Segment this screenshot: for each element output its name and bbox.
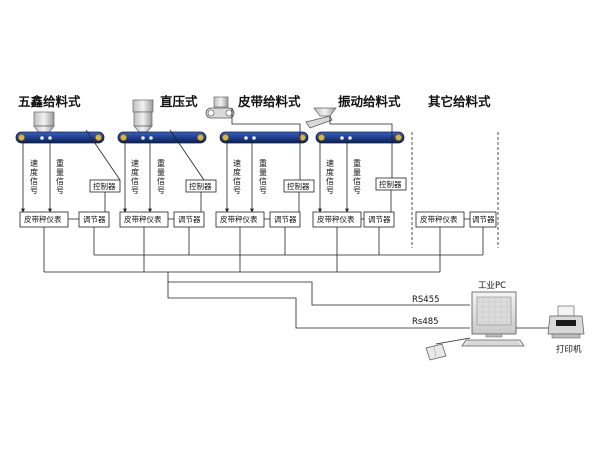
- controller-box: 控制器: [185, 179, 217, 193]
- speed-signal-label: 速 度 信 号: [233, 159, 241, 195]
- svg-text:量: 量: [353, 168, 361, 177]
- svg-text:重: 重: [157, 158, 165, 168]
- svg-text:皮带秤仪表: 皮带秤仪表: [124, 214, 162, 224]
- industrial-pc-label: 工业PC: [478, 280, 506, 291]
- svg-text:信: 信: [259, 176, 267, 186]
- printer-icon: [547, 305, 585, 339]
- section-3: 皮带给料式 速 度 信 号 重 量 信 号: [205, 94, 315, 228]
- regulator-box: 调节器: [269, 211, 301, 228]
- svg-text:度: 度: [30, 167, 38, 177]
- svg-text:控制器: 控制器: [93, 181, 116, 191]
- mouse-icon: [425, 343, 447, 361]
- rs455-label: RS455: [412, 295, 440, 305]
- belt-scale-meter-box: 皮带秤仪表: [415, 211, 465, 228]
- rs485-label: Rs485: [412, 317, 439, 327]
- weight-signal-label: 重 量 信 号: [353, 158, 361, 195]
- svg-text:号: 号: [353, 186, 361, 195]
- svg-text:速: 速: [131, 159, 139, 168]
- svg-text:调节器: 调节器: [472, 215, 495, 224]
- speed-signal-label: 速 度 信 号: [326, 159, 334, 195]
- svg-text:信: 信: [326, 176, 334, 186]
- belt-scale-meter-box: 皮带秤仪表: [215, 211, 265, 228]
- svg-text:速: 速: [326, 159, 334, 168]
- weight-signal-label: 重 量 信 号: [56, 158, 64, 195]
- svg-text:信: 信: [56, 176, 64, 186]
- section-2: 直压式 速 度 信 号 重 量 信 号 控制器: [117, 94, 217, 228]
- regulator-box: 调节器: [173, 211, 205, 228]
- svg-text:速: 速: [30, 159, 38, 168]
- belt-scale-meter-box: 皮带秤仪表: [19, 211, 69, 228]
- svg-text:重: 重: [353, 158, 361, 168]
- conveyor-belt-icon: [15, 131, 105, 144]
- svg-text:调节器: 调节器: [368, 215, 391, 224]
- vibrating-feeder-icon: [305, 107, 337, 129]
- section-1: 五鑫给料式 速 度 信 号 重 量 信 号 控制器: [15, 94, 121, 228]
- svg-text:号: 号: [259, 186, 267, 195]
- svg-text:皮带秤仪表: 皮带秤仪表: [24, 214, 62, 224]
- svg-text:调节器: 调节器: [274, 215, 297, 224]
- weight-signal-label: 重 量 信 号: [259, 158, 267, 195]
- regulator-box: 调节器: [78, 211, 110, 228]
- svg-text:号: 号: [233, 186, 241, 195]
- section-4-title: 振动给料式: [338, 94, 401, 109]
- bus-wiring: [43, 227, 484, 329]
- section-5: 其它给料式 皮带秤仪表 调节器: [411, 94, 499, 248]
- regulator-box: 调节器: [469, 211, 497, 228]
- svg-text:皮带秤仪表: 皮带秤仪表: [420, 214, 458, 224]
- controller-box: 控制器: [283, 179, 315, 193]
- svg-text:皮带秤仪表: 皮带秤仪表: [317, 214, 355, 224]
- svg-text:量: 量: [259, 168, 267, 177]
- belt-scale-meter-box: 皮带秤仪表: [312, 211, 362, 228]
- svg-text:度: 度: [131, 167, 139, 177]
- speed-signal-label: 速 度 信 号: [30, 159, 38, 195]
- svg-text:量: 量: [157, 168, 165, 177]
- controller-box: 控制器: [375, 177, 407, 191]
- svg-text:速: 速: [233, 159, 241, 168]
- conveyor-belt-icon: [315, 131, 405, 144]
- belt-scale-meter-box: 皮带秤仪表: [119, 211, 169, 228]
- svg-text:控制器: 控制器: [287, 181, 310, 191]
- svg-text:信: 信: [353, 176, 361, 186]
- svg-text:控制器: 控制器: [379, 179, 402, 189]
- svg-text:调节器: 调节器: [178, 215, 201, 224]
- section-5-title: 其它给料式: [428, 94, 491, 109]
- speed-signal-label: 速 度 信 号: [131, 159, 139, 195]
- section-4: 振动给料式 速 度 信 号 重 量 信 号 控制器: [305, 94, 407, 228]
- conveyor-belt-icon: [117, 131, 207, 144]
- svg-text:皮带秤仪表: 皮带秤仪表: [220, 214, 258, 224]
- feeder-belt-icon: [205, 96, 235, 119]
- svg-text:度: 度: [326, 167, 334, 177]
- svg-text:信: 信: [30, 176, 38, 186]
- svg-text:重: 重: [259, 158, 267, 168]
- section-1-title: 五鑫给料式: [18, 94, 81, 109]
- svg-text:信: 信: [157, 176, 165, 186]
- section-2-title: 直压式: [160, 94, 198, 109]
- svg-text:量: 量: [56, 168, 64, 177]
- printer-label: 打印机: [556, 344, 582, 355]
- industrial-pc-icon: [461, 291, 525, 347]
- hopper-icon: [132, 99, 154, 133]
- svg-text:调节器: 调节器: [83, 215, 106, 224]
- controller-box: 控制器: [89, 179, 121, 193]
- svg-text:号: 号: [157, 186, 165, 195]
- regulator-box: 调节器: [363, 211, 395, 228]
- svg-text:号: 号: [56, 186, 64, 195]
- svg-text:重: 重: [56, 158, 64, 168]
- svg-text:信: 信: [233, 176, 241, 186]
- weight-signal-label: 重 量 信 号: [157, 158, 165, 195]
- svg-text:号: 号: [30, 186, 38, 195]
- section-3-title: 皮带给料式: [237, 94, 301, 109]
- svg-text:号: 号: [326, 186, 334, 195]
- conveyor-belt-icon: [219, 131, 309, 144]
- svg-text:度: 度: [233, 167, 241, 177]
- svg-text:控制器: 控制器: [189, 181, 212, 191]
- hopper-icon: [33, 111, 55, 135]
- svg-text:信: 信: [131, 176, 139, 186]
- svg-text:号: 号: [131, 186, 139, 195]
